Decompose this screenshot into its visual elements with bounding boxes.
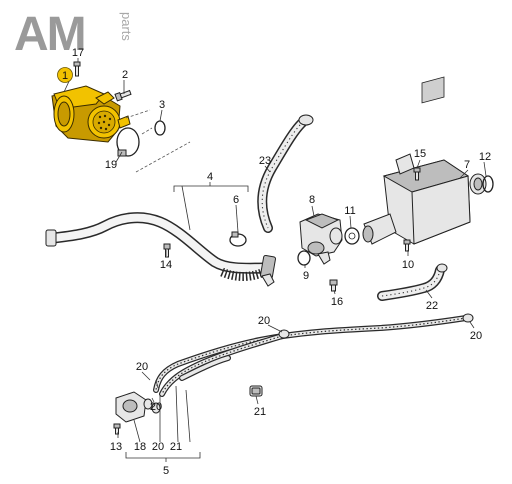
bolt-15[interactable] [413,167,421,181]
bolt-2[interactable] [114,89,132,102]
seal-ring-12[interactable] [482,175,494,193]
callout-2[interactable]: 2 [122,69,128,81]
pipe-4[interactable] [45,212,277,287]
logo-text: AM [14,8,85,61]
callout-17[interactable]: 17 [72,47,84,59]
callout-1[interactable]: 1 [62,70,68,82]
callout-12[interactable]: 12 [479,151,491,163]
callout-15[interactable]: 15 [414,148,426,160]
callout-1-highlight [57,67,73,83]
callout-20[interactable]: 20 [152,441,164,453]
callout-11[interactable]: 11 [344,205,355,217]
callout-5[interactable]: 5 [163,465,169,477]
clamp-6[interactable] [229,231,247,247]
part-1-egr-housing[interactable] [51,85,131,143]
bolt-13[interactable] [113,423,121,435]
callout-20[interactable]: 20 [136,361,148,373]
callout-16[interactable]: 16 [331,296,343,308]
clamp-19[interactable] [116,127,140,157]
gasket-11[interactable] [344,227,360,245]
bolt-14[interactable] [163,243,171,258]
callout-19[interactable]: 19 [105,159,117,171]
callout-7[interactable]: 7 [464,159,470,171]
callout-23[interactable]: 23 [259,155,271,167]
clip-21[interactable] [249,385,263,397]
bolt-10[interactable] [403,239,411,252]
egr-cooler-7[interactable] [362,76,487,245]
callout-3[interactable]: 3 [159,99,165,111]
callout-21[interactable]: 21 [254,406,266,418]
callout-labels: 1 17 2 3 19 4 6 14 23 8 9 11 15 7 12 10 … [62,47,491,477]
callout-4[interactable]: 4 [207,171,213,183]
bolt-17[interactable] [73,61,81,77]
callout-18[interactable]: 18 [134,441,146,453]
callout-22[interactable]: 22 [426,300,438,312]
callout-20[interactable]: 20 [150,401,162,413]
hose-22[interactable] [377,263,448,301]
alignment-lines [125,109,191,173]
amparts-logo: AM parts [14,8,134,61]
logo-suffix: parts [119,12,134,41]
seal-ring-3[interactable] [154,120,166,136]
valve-18[interactable] [115,391,161,423]
coolant-pipes-5[interactable] [153,313,474,397]
callout-9[interactable]: 9 [303,270,309,282]
callout-14[interactable]: 14 [160,259,172,271]
callout-6[interactable]: 6 [233,194,239,206]
callout-21[interactable]: 21 [170,441,182,453]
callout-20[interactable]: 20 [258,315,270,327]
callout-8[interactable]: 8 [309,194,315,206]
hose-23[interactable] [257,114,314,233]
egr-valve-8[interactable] [299,213,343,265]
bolt-16[interactable] [329,279,338,292]
gasket-9[interactable] [297,250,311,266]
callout-13[interactable]: 13 [110,441,122,453]
callout-20[interactable]: 20 [470,330,482,342]
callout-10[interactable]: 10 [402,259,414,271]
